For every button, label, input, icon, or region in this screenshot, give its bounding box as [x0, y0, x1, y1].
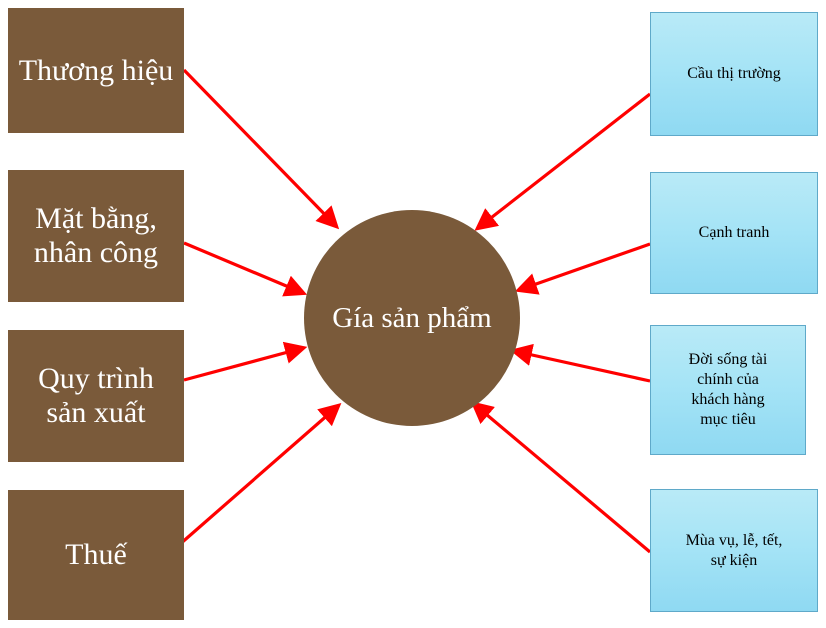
node-thue[interactable]: Thuế [8, 490, 184, 620]
node-mat-bang-nhan-cong-label: Mặt bằng, nhân công [33, 202, 159, 269]
node-canh-tranh-label: Cạnh tranh [698, 224, 770, 241]
arrow-mua-vu [470, 401, 652, 554]
arrow-cau-thi-truong [474, 92, 651, 231]
node-canh-tranh[interactable]: Cạnh tranh [650, 172, 818, 294]
arrow-thue [169, 403, 342, 554]
center-node-label: Gía sản phẩm [332, 301, 492, 334]
arrow-thuong-hieu [182, 68, 340, 230]
arrow-canh-tranh [514, 242, 651, 295]
node-cau-thi-truong-label: Cầu thị trường [687, 65, 781, 82]
node-thuong-hieu[interactable]: Thương hiệu [8, 8, 184, 133]
arrow-quy-trinh [183, 341, 308, 382]
node-mat-bang-nhan-cong[interactable]: Mặt bằng, nhân công [8, 170, 184, 302]
node-mua-vu-le-tet[interactable]: Mùa vụ, lễ, tết, sự kiện [650, 489, 818, 612]
node-doi-song-tai-chinh[interactable]: Đời sống tài chính của khách hàng mục ti… [650, 325, 806, 455]
node-quy-trinh-san-xuat[interactable]: Quy trình sản xuất [8, 330, 184, 462]
node-doi-song-tai-chinh-label: Đời sống tài chính của khách hàng mục ti… [688, 351, 768, 428]
node-thue-label: Thuế [65, 538, 127, 572]
arrow-doi-song [509, 343, 651, 383]
center-node[interactable]: Gía sản phẩm [304, 210, 520, 426]
node-cau-thi-truong[interactable]: Cầu thị trường [650, 12, 818, 136]
node-thuong-hieu-label: Thương hiệu [18, 53, 174, 87]
node-mua-vu-le-tet-label: Mùa vụ, lễ, tết, sự kiện [685, 531, 783, 569]
arrow-mat-bang [183, 241, 308, 297]
node-quy-trinh-san-xuat-label: Quy trình sản xuất [38, 362, 154, 429]
